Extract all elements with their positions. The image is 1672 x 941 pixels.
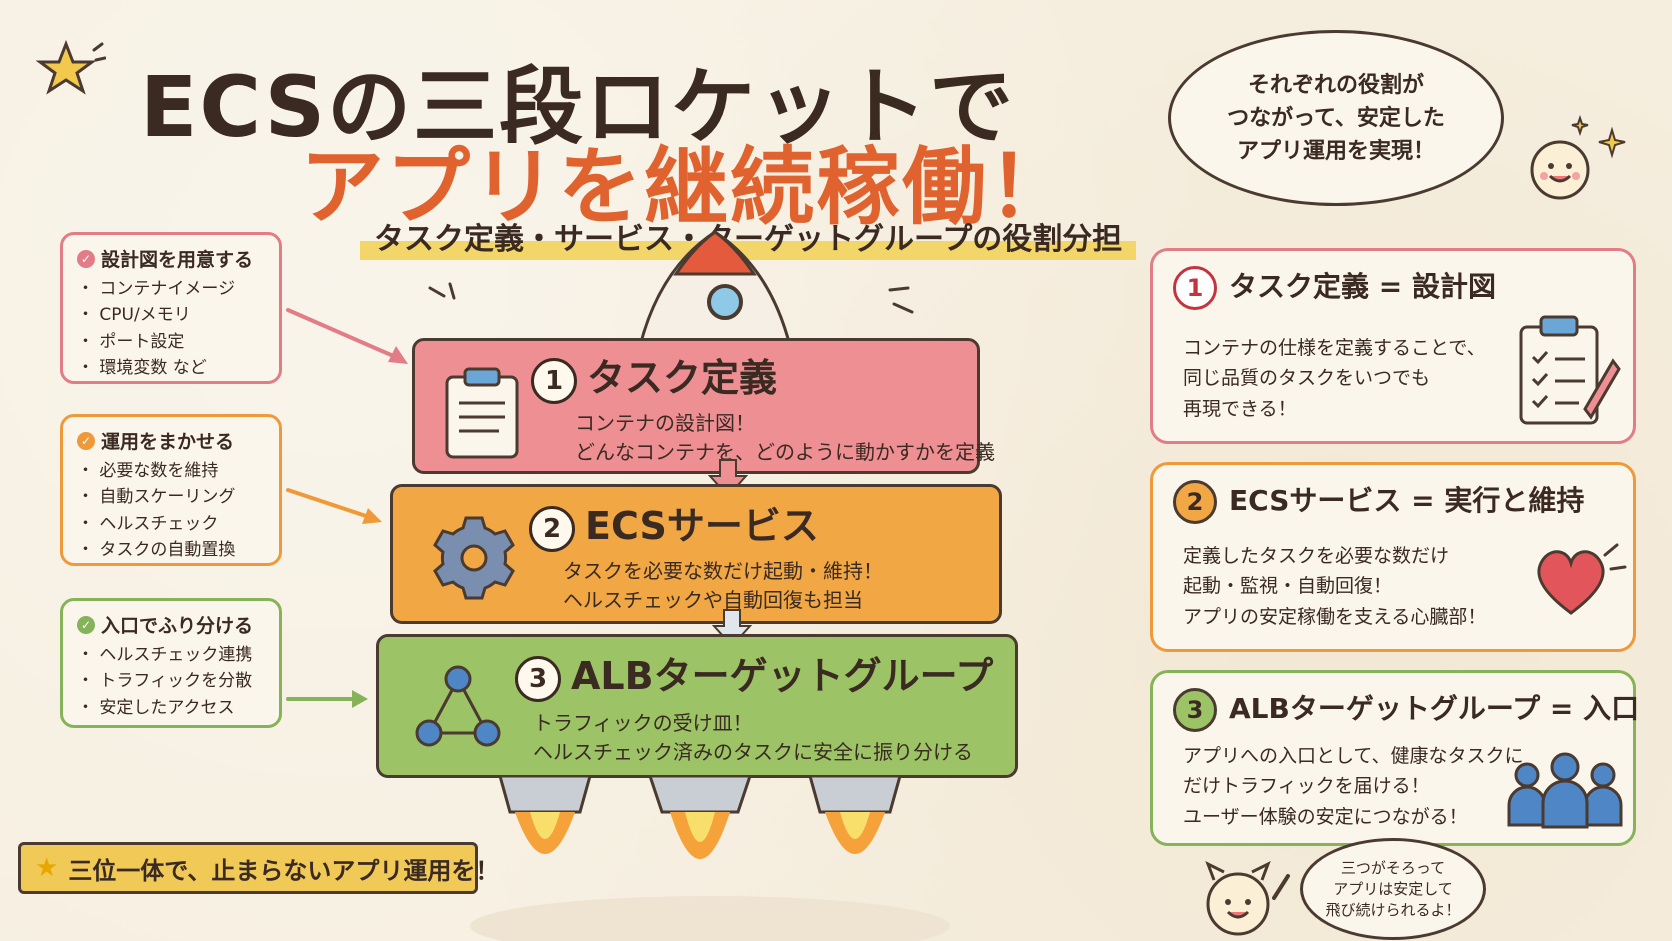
sparkle-icon: [888, 286, 914, 314]
bubble-line1: 三つがそろって: [1340, 858, 1446, 877]
people-icon: [1507, 752, 1623, 829]
tier-desc2: ヘルスチェック済みのタスクに安全に振り分ける: [533, 740, 973, 764]
right-box-title: タスク定義 = 設計図: [1229, 270, 1496, 303]
cloud-line3: アプリ運用を実現！: [1236, 138, 1435, 164]
right-box-line: 再現できる！: [1183, 397, 1297, 420]
tier-desc1: タスクを必要な数だけ起動・維持！: [563, 559, 883, 583]
right-box-line: コンテナの仕様を定義することで、: [1183, 337, 1486, 359]
tier-title: タスク定義: [587, 356, 778, 400]
rocket-engines-icon: [470, 776, 950, 941]
right-box-line: だけトラフィックを届ける！: [1183, 775, 1430, 798]
list-item: CPU/メモリ: [77, 302, 265, 328]
right-box-title: ALBターゲットグループ = 入口: [1229, 692, 1640, 725]
list-item: タスクの自動置換: [77, 537, 265, 563]
right-box-number: 3: [1173, 688, 1217, 732]
bottom-banner: ★ 三位一体で、止まらないアプリ運用を！: [18, 842, 499, 894]
speech-bubble: 三つがそろって アプリは安定して 飛び続けられるよ！: [1300, 838, 1486, 940]
left-box-heading: 設計図を用意する: [101, 249, 254, 271]
right-box-number: 2: [1173, 480, 1217, 524]
list-item: コンテナイメージ: [77, 276, 265, 302]
tier-number: 3: [515, 655, 561, 702]
list-item: 環境変数 など: [77, 355, 265, 381]
banner-text: 三位一体で、止まらないアプリ運用を！: [68, 856, 500, 885]
left-box-heading: 入口でふり分ける: [101, 615, 254, 637]
right-box-line: 同じ品質のタスクをいつでも: [1183, 367, 1431, 390]
left-box-operation: ✓ 運用をまかせる 必要な数を維持 自動スケーリング ヘルスチェック タスクの自動…: [60, 414, 282, 566]
tier-title: ECSサービス: [585, 504, 819, 548]
tier-number: 2: [529, 505, 575, 552]
network-icon: [415, 665, 501, 747]
right-box-ecs-service: 2 ECSサービス = 実行と維持 定義したタスクを必要な数だけ 起動・監視・自動…: [1150, 462, 1636, 652]
tier-desc1: トラフィックの受け皿！: [533, 711, 753, 735]
tier-number: 1: [531, 357, 577, 404]
speech-cloud: それぞれの役割が つながって、安定した アプリ運用を実現！: [1168, 30, 1504, 206]
cloud-line2: つながって、安定した: [1227, 105, 1445, 131]
arrow-icon: [286, 690, 368, 708]
clipboard-icon: [445, 367, 519, 459]
smiley-character-icon: [1530, 114, 1626, 200]
right-box-line: アプリの安定稼働を支える心臓部！: [1183, 605, 1487, 628]
right-box-line: 定義したタスクを必要な数だけ: [1183, 545, 1450, 567]
arrow-icon: [286, 488, 382, 524]
bubble-line2: アプリは安定して: [1333, 879, 1453, 898]
check-icon: ✓: [77, 249, 95, 268]
list-item: ポート設定: [77, 329, 265, 355]
check-icon: ✓: [77, 431, 95, 450]
sparkle-icon: [428, 282, 456, 300]
cloud-line1: それぞれの役割が: [1247, 72, 1424, 98]
star-icon: ★: [35, 853, 59, 883]
rocket-nose-icon: [638, 230, 792, 348]
list-item: 必要な数を維持: [77, 458, 265, 484]
tier-desc2: ヘルスチェックや自動回復も担当: [563, 588, 863, 612]
list-item: ヘルスチェック連携: [77, 642, 265, 668]
right-box-alb-target-group: 3 ALBターゲットグループ = 入口 アプリへの入口として、健康なタスクに だけ…: [1150, 670, 1640, 846]
title-line1: ECSの三段ロケットで: [140, 58, 1016, 156]
left-box-blueprint: ✓ 設計図を用意する コンテナイメージ CPU/メモリ ポート設定 環境変数 など: [60, 232, 282, 384]
mascot-character-icon: [1205, 860, 1290, 936]
right-box-line: アプリへの入口として、健康なタスクに: [1183, 745, 1524, 767]
list-item: トラフィックを分散: [77, 668, 265, 694]
right-box-title: ECSサービス = 実行と維持: [1229, 484, 1585, 517]
gear-icon: [433, 516, 515, 600]
right-box-number: 1: [1173, 266, 1217, 310]
heart-icon: [1537, 543, 1627, 615]
list-item: 安定したアクセス: [77, 695, 265, 721]
tier-desc1: コンテナの設計図！: [575, 411, 755, 435]
list-item: 自動スケーリング: [77, 484, 265, 510]
list-item: ヘルスチェック: [77, 511, 265, 537]
right-box-line: 起動・監視・自動回復！: [1183, 575, 1393, 598]
arrow-icon: [286, 308, 408, 364]
tier-title: ALBターゲットグループ: [571, 654, 994, 698]
star-icon: [36, 39, 106, 95]
left-box-entrance: ✓ 入口でふり分ける ヘルスチェック連携 トラフィックを分散 安定したアクセス: [60, 598, 282, 728]
left-box-heading: 運用をまかせる: [101, 431, 235, 453]
check-icon: ✓: [77, 615, 95, 634]
tier-desc2: どんなコンテナを、どのように動かすかを定義: [575, 440, 995, 464]
clipboard-pencil-icon: [1519, 315, 1621, 425]
right-box-line: ユーザー体験の安定につながる！: [1183, 805, 1468, 828]
bubble-line3: 飛び続けられるよ！: [1325, 900, 1461, 919]
subtitle: タスク定義・サービス・ターゲットグループの役割分担: [360, 212, 1137, 260]
right-box-task-definition: 1 タスク定義 = 設計図 コンテナの仕様を定義することで、 同じ品質のタスクをい…: [1150, 248, 1636, 444]
